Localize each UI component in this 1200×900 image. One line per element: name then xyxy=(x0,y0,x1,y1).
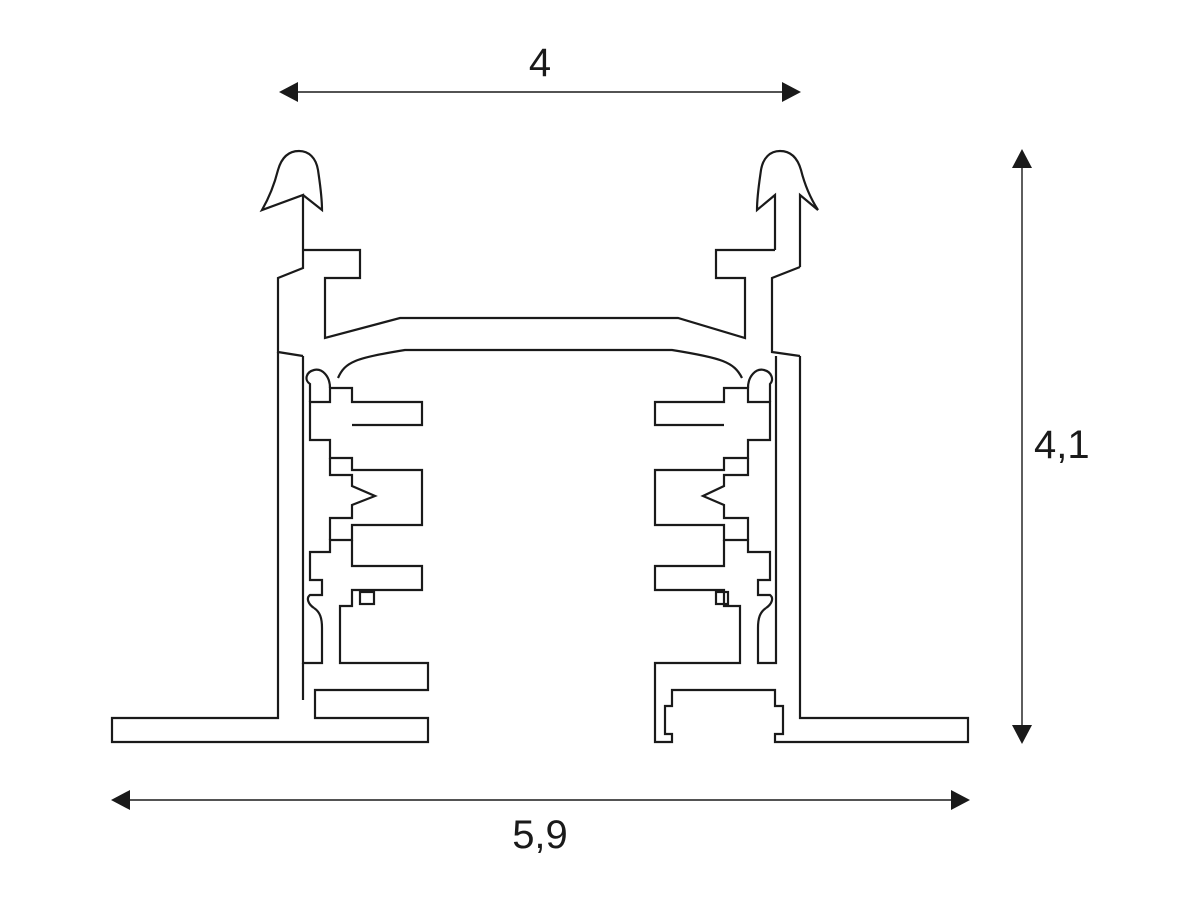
right-dim-label: 4,1 xyxy=(1034,423,1090,467)
right-dim-arrow-top xyxy=(1012,149,1032,168)
right-outer-wall xyxy=(653,356,970,744)
bottom-dim-label: 5,9 xyxy=(512,813,568,857)
right-inner-wall xyxy=(756,356,778,665)
right-dim-arrow-bottom xyxy=(1012,725,1032,744)
top-dim-arrow-left xyxy=(279,82,298,102)
left-comb-mid-notch xyxy=(328,458,378,540)
top-dim-arrow-right xyxy=(782,82,801,102)
left-conductor-comb xyxy=(306,386,424,609)
right-comb-lower xyxy=(653,540,742,612)
right-barb-stem-outer xyxy=(770,265,801,358)
right-dim: 4,1 xyxy=(1012,149,1090,744)
left-barb-stem xyxy=(303,248,775,340)
inner-bridge xyxy=(336,348,743,379)
left-barb-stem-outer xyxy=(276,250,305,358)
left-comb-top-hook xyxy=(305,368,332,402)
bottom-dim: 5,9 xyxy=(111,790,970,857)
right-conductor-comb xyxy=(653,386,774,609)
left-comb-lower xyxy=(338,540,424,612)
top-dim-label: 4 xyxy=(529,41,551,85)
right-comb-mid-notch xyxy=(700,458,750,540)
left-comb-tab xyxy=(358,590,376,606)
right-barb xyxy=(755,149,819,267)
bottom-dim-arrow-right xyxy=(951,790,970,810)
left-inner-wall xyxy=(301,356,324,665)
left-outer-wall xyxy=(110,352,430,744)
right-comb-top-hook xyxy=(746,368,774,402)
left-barb xyxy=(259,149,324,250)
bottom-dim-arrow-left xyxy=(111,790,130,810)
top-dim: 4 xyxy=(279,41,801,102)
right-comb-tab xyxy=(714,590,730,606)
